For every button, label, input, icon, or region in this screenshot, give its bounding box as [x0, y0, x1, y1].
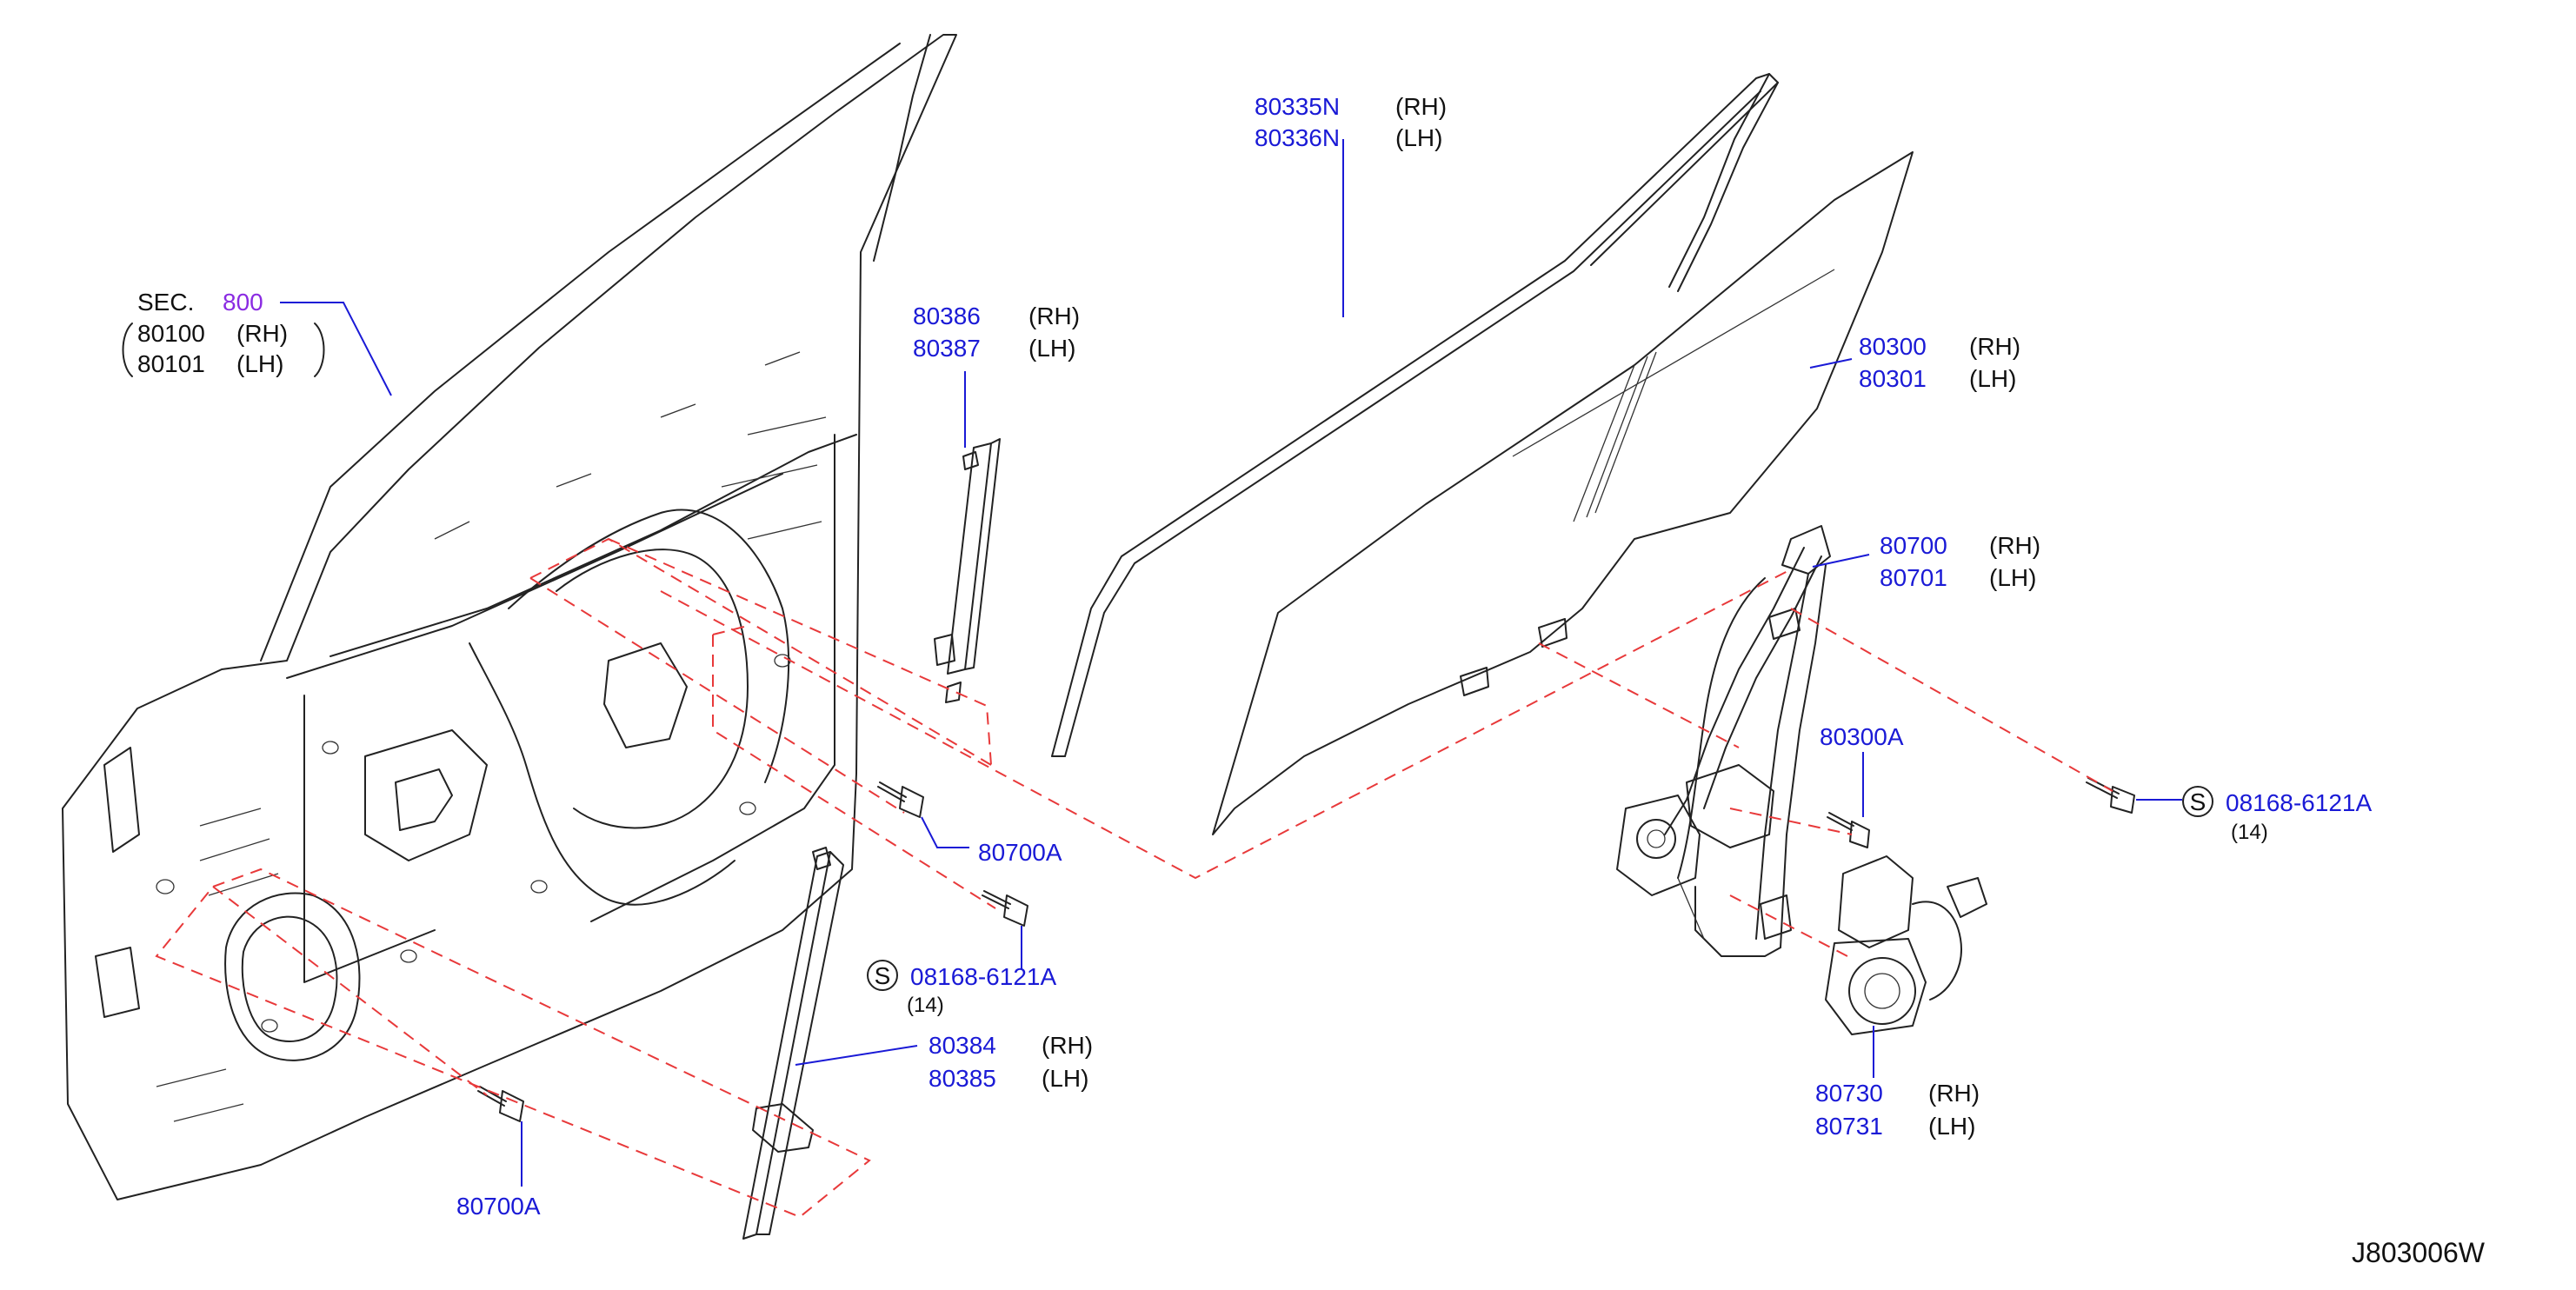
regulator-rh-side: (RH) — [1989, 532, 2040, 559]
door-rh-side: (RH) — [236, 320, 288, 347]
regulator-lh-number[interactable]: 80701 — [1880, 564, 1947, 591]
motor-rh-side: (RH) — [1928, 1080, 1980, 1107]
leader-lines — [280, 139, 2182, 1187]
screw-right — [2086, 777, 2135, 814]
screw-mid — [982, 890, 1028, 927]
rear-sash-rh-side: (RH) — [1028, 303, 1080, 329]
sash-lh-side: (LH) — [1395, 124, 1442, 151]
sec-number: 800 — [223, 289, 263, 316]
right-bracket — [314, 322, 325, 377]
front-sash-part — [742, 847, 844, 1240]
callout-screw-right: S 08168-6121A (14) — [2182, 786, 2372, 844]
callout-screw-mid: S 08168-6121A (14) — [867, 960, 1056, 1017]
screw-right-qty: (14) — [2231, 821, 2268, 844]
front-sash-rh-side: (RH) — [1042, 1032, 1093, 1059]
callout-glass-bolt: 80300A — [1820, 723, 1904, 750]
sec-prefix: SEC. — [137, 289, 194, 316]
weatherstrip-part — [1051, 73, 1779, 757]
door-rh-number: 80100 — [137, 320, 205, 347]
regulator-motor-part — [1825, 855, 1987, 1035]
glass-rh-side: (RH) — [1969, 333, 2020, 360]
callout-motor: 80730 (RH) 80731 (LH) — [1815, 1080, 1980, 1140]
screw-mid-number[interactable]: 08168-6121A — [910, 963, 1056, 990]
door-lh-side: (LH) — [236, 350, 283, 377]
rear-sash-lh-side: (LH) — [1028, 335, 1075, 362]
callout-weatherstrip: 80335N (RH) 80336N (LH) — [1255, 93, 1447, 151]
front-sash-lh-number[interactable]: 80385 — [929, 1065, 996, 1092]
glass-lh-side: (LH) — [1969, 365, 2016, 392]
motor-lh-number[interactable]: 80731 — [1815, 1113, 1883, 1140]
bolt-mid — [877, 781, 924, 818]
sash-rh-side: (RH) — [1395, 93, 1447, 120]
sash-lh-number[interactable]: 80336N — [1255, 124, 1340, 151]
callout-rear-sash: 80386 (RH) 80387 (LH) — [913, 303, 1080, 362]
s-symbol-circle — [2182, 786, 2213, 817]
screw-right-number[interactable]: 08168-6121A — [2226, 789, 2372, 816]
s-symbol: S — [2190, 788, 2207, 815]
bolt-mid-number[interactable]: 80700A — [978, 839, 1062, 866]
left-bracket — [122, 322, 133, 377]
door-glass-part — [1212, 151, 1914, 835]
s-symbol-circle — [867, 960, 898, 991]
front-sash-lh-side: (LH) — [1042, 1065, 1088, 1092]
glass-bolt-number[interactable]: 80300A — [1820, 723, 1904, 750]
alignment-guides — [155, 537, 2113, 1219]
callout-glass: 80300 (RH) 80301 (LH) — [1859, 333, 2020, 392]
s-symbol: S — [875, 962, 891, 989]
motor-rh-number[interactable]: 80730 — [1815, 1080, 1883, 1107]
door-shell — [62, 34, 957, 1200]
door-lh-number: 80101 — [137, 350, 205, 377]
callout-bolt-low: 80700A — [456, 1193, 541, 1220]
glass-lh-number[interactable]: 80301 — [1859, 365, 1927, 392]
regulator-lh-side: (LH) — [1989, 564, 2036, 591]
callout-regulator: 80700 (RH) 80701 (LH) — [1880, 532, 2040, 591]
motor-lh-side: (LH) — [1928, 1113, 1975, 1140]
callout-front-sash: 80384 (RH) 80385 (LH) — [929, 1032, 1093, 1092]
front-sash-rh-number[interactable]: 80384 — [929, 1032, 996, 1059]
rear-sash-part — [934, 438, 1001, 703]
diagram-code: J803006W — [2352, 1237, 2486, 1268]
bolt-low — [477, 1086, 524, 1122]
screw-mid-qty: (14) — [907, 994, 944, 1017]
rear-sash-lh-number[interactable]: 80387 — [913, 335, 981, 362]
bolt-low-number[interactable]: 80700A — [456, 1193, 541, 1220]
sash-rh-number[interactable]: 80335N — [1255, 93, 1340, 120]
callout-door: SEC. 800 80100 (RH) 80101 (LH) — [122, 289, 325, 377]
glass-rh-number[interactable]: 80300 — [1859, 333, 1927, 360]
rear-sash-rh-number[interactable]: 80386 — [913, 303, 981, 329]
window-regulator-part — [1616, 525, 1831, 957]
regulator-rh-number[interactable]: 80700 — [1880, 532, 1947, 559]
callout-bolt-mid: 80700A — [978, 839, 1062, 866]
